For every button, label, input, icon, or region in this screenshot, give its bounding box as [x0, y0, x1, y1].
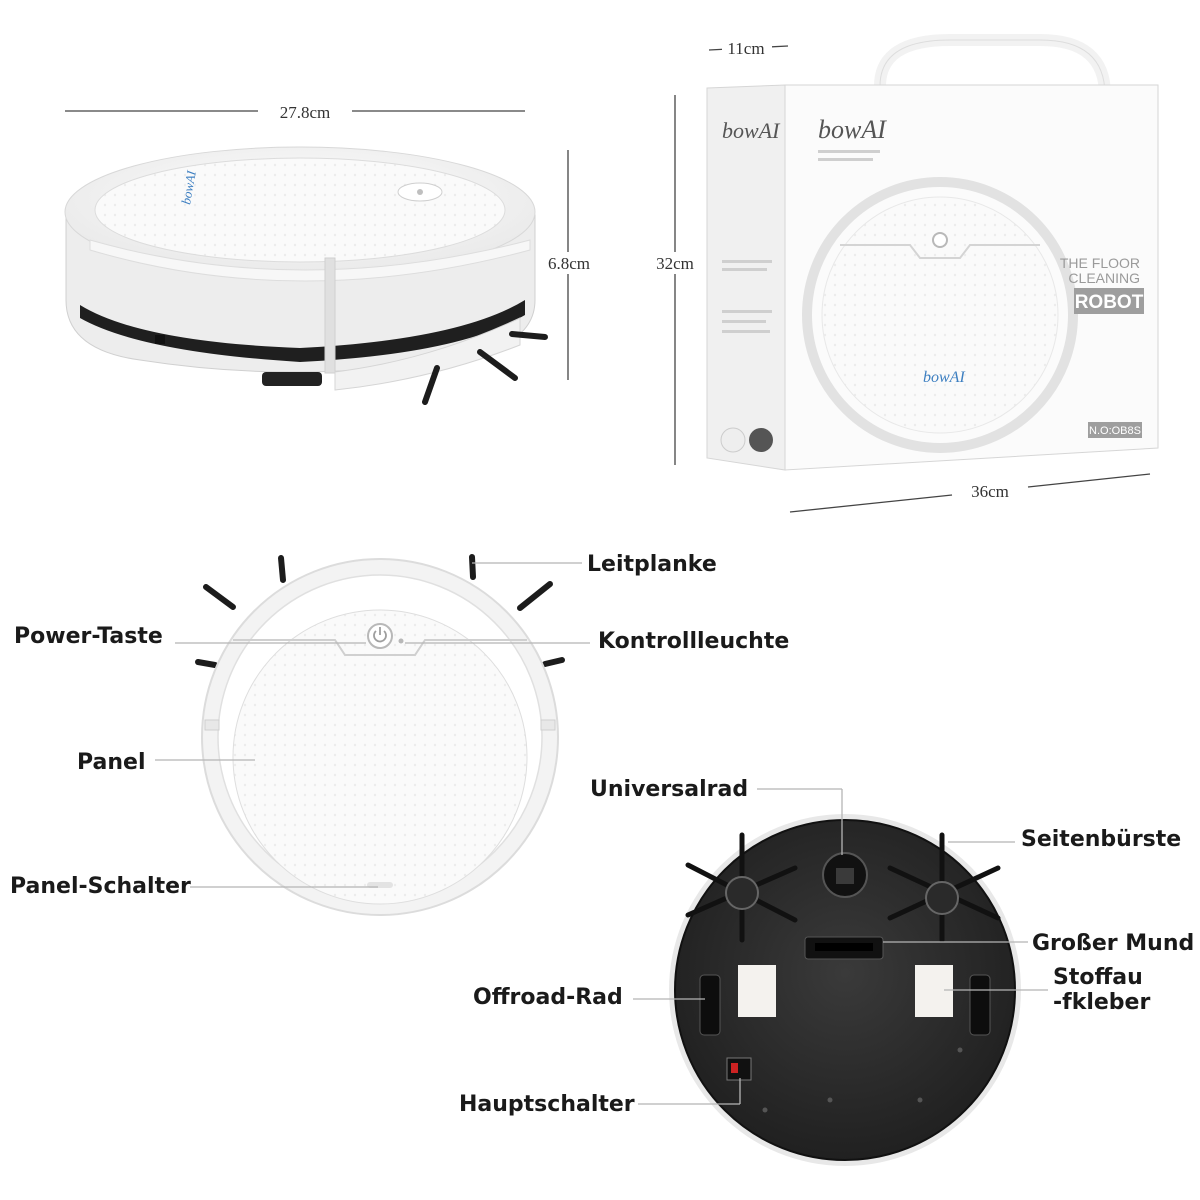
- robot-height-dimension: 6.8cm: [548, 254, 590, 273]
- label-offroad-wheel: Offroad-Rad: [473, 985, 623, 1010]
- label-side-brush: Seitenbürste: [1021, 827, 1181, 852]
- label-guardrail: Leitplanke: [587, 552, 717, 577]
- label-panel: Panel: [77, 750, 146, 775]
- box-model-number: N.O:OB8S: [1089, 425, 1141, 437]
- box-tagline-1: THE FLOOR: [1060, 255, 1140, 271]
- label-panel-switch: Panel-Schalter: [10, 874, 191, 899]
- box-side-logo: bowAI: [722, 118, 781, 143]
- box-height-dimension: 32cm: [656, 254, 694, 273]
- box-width-dimension: 36cm: [971, 482, 1009, 501]
- box-tagline-3: ROBOT: [1075, 292, 1144, 313]
- label-big-mouth: Großer Mund: [1032, 931, 1194, 956]
- label-universal-wheel: Universalrad: [590, 777, 748, 802]
- robot-side-view: 27.8cm 6.8cm bowAI: [64, 103, 600, 405]
- box-front-logo: bowAI: [818, 115, 887, 144]
- label-cloth-sticker-line1: Stoffau: [1053, 965, 1143, 990]
- robot-side-logo: bowAI: [178, 169, 199, 206]
- box-tagline-2: CLEANING: [1068, 270, 1140, 286]
- label-power-button: Power-Taste: [14, 624, 163, 649]
- box-depth-dimension: 11cm: [727, 39, 764, 58]
- robot-width-dimension: 27.8cm: [280, 103, 331, 122]
- robot-top-view: Leitplanke Power-Taste Kontrollleuchte P…: [10, 552, 789, 916]
- packaging-box: 11cm 32cm 36cm bowAI bowAI bowAI THE FLO…: [645, 34, 1159, 513]
- label-indicator-light: Kontrollleuchte: [598, 629, 789, 654]
- label-cloth-sticker-line2: -fkleber: [1053, 990, 1150, 1015]
- label-main-switch: Hauptschalter: [459, 1092, 635, 1117]
- box-robot-logo: bowAI: [923, 369, 965, 386]
- robot-bottom-view: Universalrad Seitenbürste Großer Mund St…: [459, 777, 1194, 1166]
